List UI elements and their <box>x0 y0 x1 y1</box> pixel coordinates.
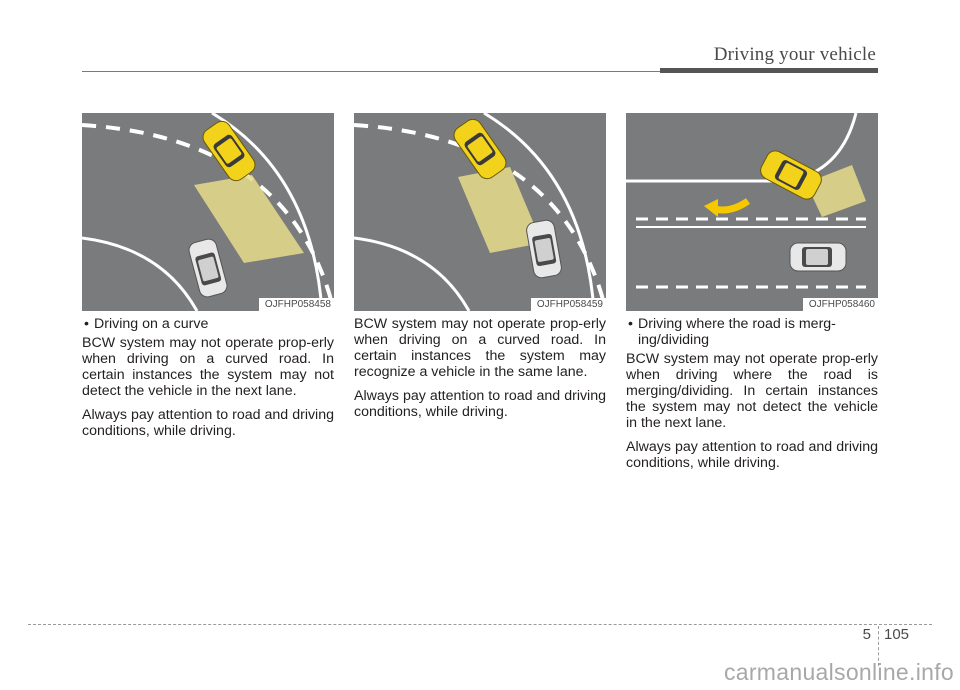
bullet-item: • Driving where the road is merg-ing/div… <box>626 316 878 348</box>
paragraph: BCW system may not operate prop-erly whe… <box>82 335 334 399</box>
chapter-number: 5 <box>862 626 871 643</box>
footer-divider <box>878 626 879 666</box>
header-rule <box>82 71 660 72</box>
white-car-icon <box>789 242 847 272</box>
illustration-curve-same-lane <box>354 113 606 311</box>
figure-code: OJFHP058459 <box>530 298 606 311</box>
text-column-3: • Driving where the road is merg-ing/div… <box>626 316 878 479</box>
bullet-text: Driving on a curve <box>94 316 209 332</box>
illustration-merging-dividing <box>626 113 878 311</box>
text-column-1: • Driving on a curve BCW system may not … <box>82 316 334 447</box>
white-car-icon <box>526 219 562 279</box>
page-number: 105 <box>884 626 910 643</box>
detection-zone <box>194 175 304 263</box>
paragraph: Always pay attention to road and driving… <box>82 407 334 439</box>
paragraph: BCW system may not operate prop-erly whe… <box>626 351 878 431</box>
bullet-text: Driving where the road is merg-ing/divid… <box>638 316 836 348</box>
paragraph: Always pay attention to road and driving… <box>626 439 878 471</box>
figure-merging-dividing: OJFHP058460 <box>626 113 878 311</box>
watermark: carmanualsonline.info <box>723 659 954 685</box>
figure-code: OJFHP058458 <box>258 298 334 311</box>
white-car-icon <box>188 238 228 298</box>
yellow-car-icon <box>202 120 256 182</box>
footer-rule <box>28 624 932 625</box>
bullet-item: • Driving on a curve <box>82 316 334 332</box>
yellow-car-icon <box>453 118 507 180</box>
arrow-head-icon <box>704 199 718 217</box>
figure-curve-same-lane: OJFHP058459 <box>354 113 606 311</box>
paragraph: Always pay attention to road and driving… <box>354 388 606 420</box>
figure-code: OJFHP058460 <box>802 298 878 311</box>
yellow-car-icon <box>760 150 822 200</box>
detection-zone <box>458 167 542 253</box>
paragraph: BCW system may not operate prop-erly whe… <box>354 316 606 380</box>
figure-curve-next-lane: OJFHP058458 <box>82 113 334 311</box>
illustration-curve-next-lane <box>82 113 334 311</box>
bullet-dot: • <box>628 316 633 332</box>
text-column-2: BCW system may not operate prop-erly whe… <box>354 316 606 428</box>
section-title: Driving your vehicle <box>713 44 876 65</box>
header-rule-accent <box>660 68 878 73</box>
bullet-dot: • <box>84 316 89 332</box>
